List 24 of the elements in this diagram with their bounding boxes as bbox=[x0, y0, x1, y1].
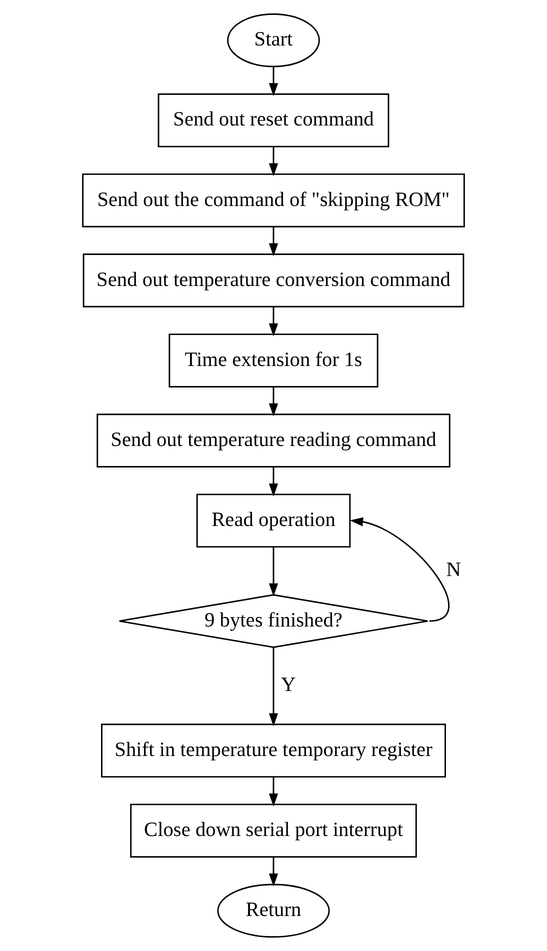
arrow bbox=[268, 776, 278, 807]
node-diamond: 9 bytes finished? bbox=[118, 594, 428, 648]
node-box: Read operation bbox=[196, 494, 351, 548]
arrow bbox=[268, 226, 278, 256]
arrow bbox=[350, 517, 450, 622]
arrow bbox=[268, 306, 278, 336]
arrow bbox=[268, 648, 278, 726]
arrow bbox=[268, 66, 278, 96]
arrow bbox=[268, 856, 278, 887]
node-box: Close down serial port interrupt bbox=[130, 804, 417, 858]
node-ellipse: Return bbox=[217, 884, 330, 938]
node-box: Send out reset command bbox=[158, 93, 390, 148]
arrow bbox=[268, 547, 278, 596]
edge-label: N bbox=[446, 559, 461, 582]
arrow bbox=[268, 466, 278, 497]
node-box: Send out temperature reading command bbox=[96, 414, 450, 468]
arrow bbox=[268, 146, 278, 176]
node-box: Time extension for 1s bbox=[168, 334, 378, 388]
node-box: Send out temperature conversion command bbox=[82, 254, 464, 308]
edge-label: Y bbox=[281, 674, 296, 696]
node-box: Shift in temperature temporary register bbox=[101, 724, 446, 778]
node-ellipse: Start bbox=[227, 13, 320, 68]
node-box: Send out the command of "skipping ROM" bbox=[82, 173, 465, 228]
arrow bbox=[268, 386, 278, 417]
